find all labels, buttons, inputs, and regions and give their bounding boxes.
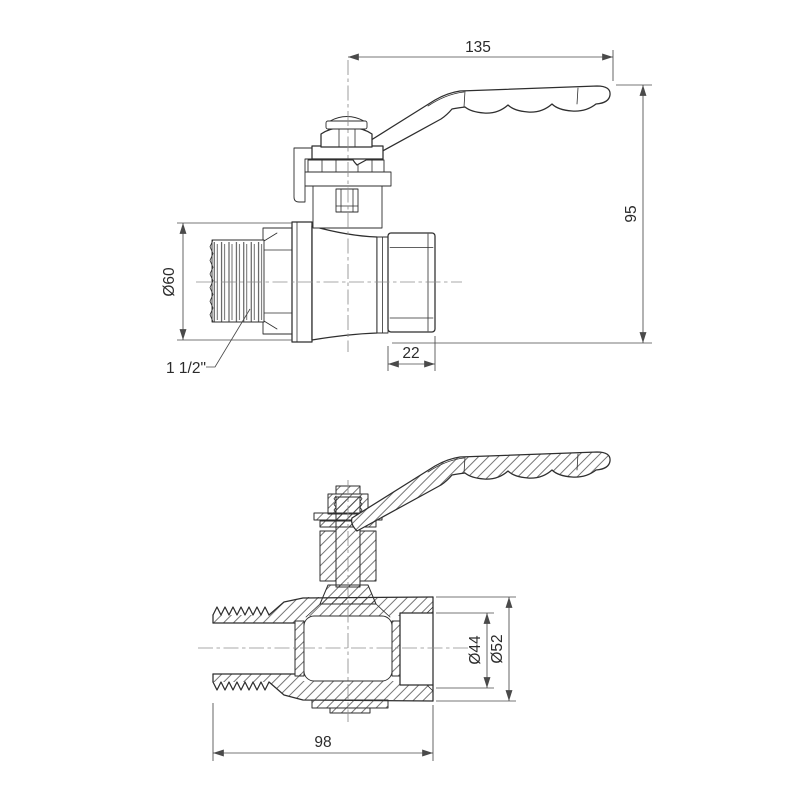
dim-handle-length: 135 (465, 39, 491, 56)
dim-bore-diameter: Ø44 (467, 635, 484, 665)
section-view: Ø44 Ø52 98 (198, 451, 611, 761)
stem-nut-assembly (293, 116, 384, 203)
section-centerlines (198, 480, 468, 722)
dim-socket-outer-diameter: Ø52 (489, 634, 506, 663)
side-view: 135 95 Ø60 1 1/2" 22 (161, 39, 652, 377)
lever-handle (350, 85, 611, 166)
section-view-dimensions: Ø44 Ø52 98 (212, 596, 516, 761)
dim-overall-height: 95 (623, 205, 640, 222)
bottom-boss (311, 699, 389, 714)
dim-body-length: 98 (314, 734, 331, 751)
female-hex-end (387, 232, 436, 333)
bonnet (302, 159, 392, 229)
valve-body (209, 221, 436, 343)
centerlines (196, 60, 462, 352)
side-view-dimensions: 135 95 Ø60 1 1/2" 22 (161, 39, 652, 377)
dim-union-nut-width: 22 (402, 345, 419, 362)
dim-thread-outer-diameter: Ø60 (161, 267, 178, 297)
dim-thread-size: 1 1/2" (166, 360, 206, 377)
lever-handle-section (350, 451, 611, 532)
ball-and-socket (294, 606, 434, 692)
male-thread (209, 232, 278, 330)
